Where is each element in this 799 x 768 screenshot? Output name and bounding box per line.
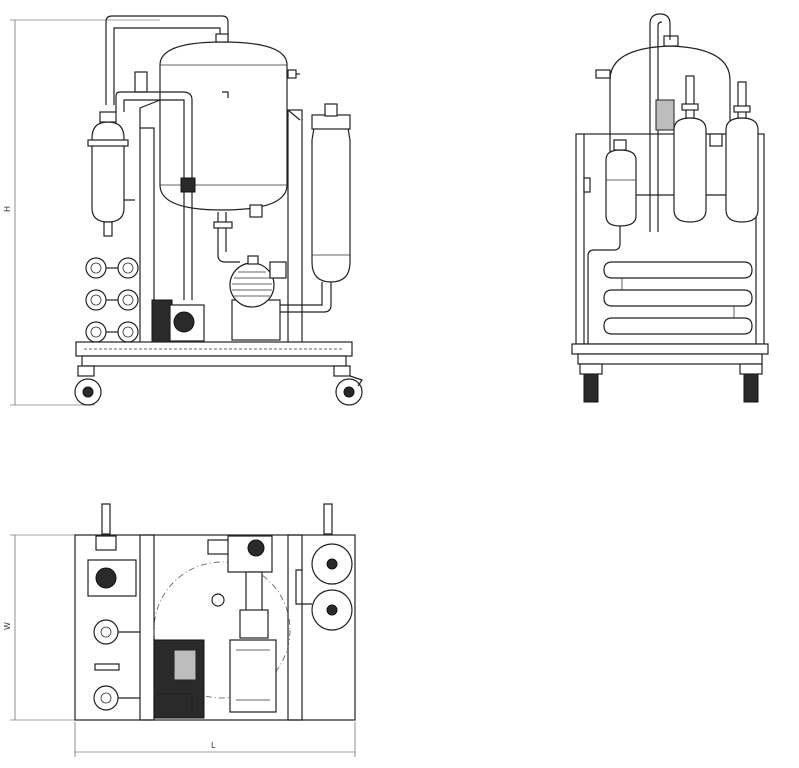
side-filter-right (709, 81, 759, 223)
left-filter (87, 111, 135, 237)
side-filter-left (673, 75, 707, 223)
length-dimension: L (74, 722, 356, 757)
motor-feed-pipe (213, 204, 263, 263)
width-label: W (3, 622, 12, 630)
width-dimension: W (3, 534, 75, 721)
side-filter-small (587, 139, 637, 344)
oil-pump (151, 299, 205, 343)
front-frame (134, 71, 303, 344)
side-base (571, 343, 769, 403)
valve-manifold (85, 257, 139, 343)
top-plan-view: W L (3, 503, 356, 757)
length-label: L (211, 741, 216, 750)
side-elevation-view (571, 13, 769, 403)
internal-pipe (115, 91, 196, 300)
plan-right-filters (295, 503, 353, 631)
plan-outline (74, 534, 356, 721)
base-frame (75, 341, 353, 367)
casters-front (74, 365, 363, 406)
plan-left-components (87, 503, 140, 711)
front-elevation-view: H (3, 15, 363, 406)
right-filter (280, 103, 351, 313)
side-return-pipe (649, 13, 675, 232)
height-label: H (3, 206, 12, 212)
height-dimension: H (3, 19, 160, 406)
heater-tubes (603, 261, 753, 335)
plan-center-components (153, 535, 277, 719)
vacuum-motor (229, 255, 287, 341)
